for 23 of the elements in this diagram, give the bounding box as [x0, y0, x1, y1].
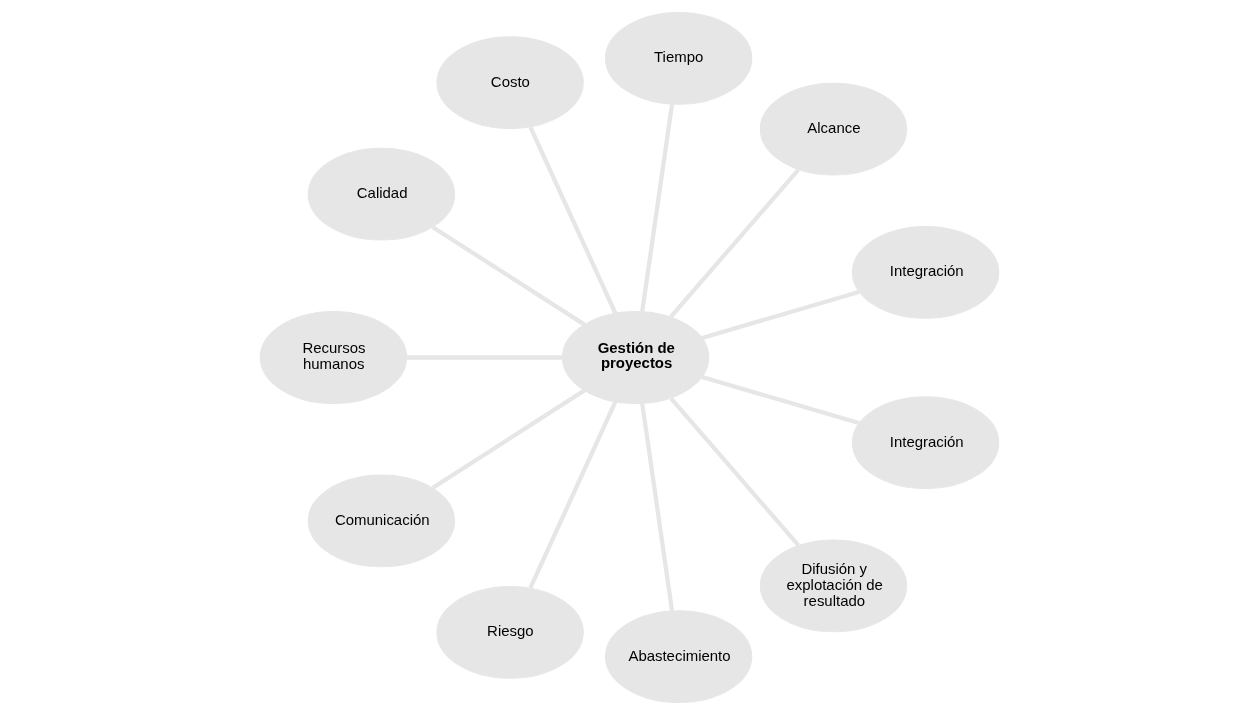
node-ellipse: Costo: [436, 36, 584, 130]
node-ellipse: Gestión de proyectos: [561, 311, 710, 404]
connector: [701, 289, 860, 340]
connector: [528, 126, 618, 315]
connector: [701, 375, 860, 426]
node-ellipse: Integración: [851, 396, 1000, 490]
connector: [431, 388, 586, 490]
node-ellipse: Recursos humanos: [259, 311, 408, 404]
connector: [669, 168, 801, 319]
connector: [640, 402, 675, 612]
node-ellipse: Integración: [851, 225, 1000, 319]
node-ellipse: Calidad: [307, 147, 456, 241]
node-ellipse: Abastecimiento: [604, 610, 753, 704]
node-ellipse: Difusión y explotación de resultado: [759, 539, 908, 633]
connector: [528, 400, 618, 589]
connector: [431, 225, 586, 327]
connector: [669, 396, 801, 547]
connector: [640, 103, 675, 313]
connector: [406, 355, 563, 360]
node-ellipse: Alcance: [759, 82, 908, 176]
node-ellipse: Riesgo: [436, 585, 584, 679]
node-ellipse: Tiempo: [604, 11, 753, 105]
node-ellipse: Comunicación: [307, 474, 456, 568]
